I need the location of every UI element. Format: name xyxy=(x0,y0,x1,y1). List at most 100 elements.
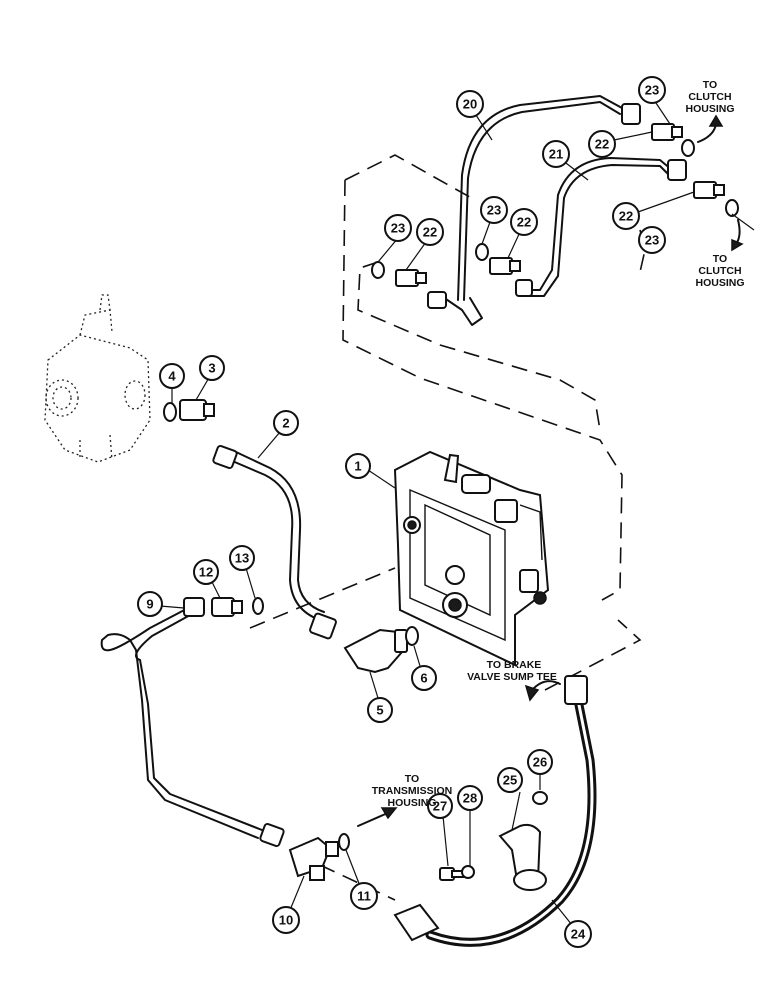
o-ring-13 xyxy=(252,597,264,615)
brake-arrow xyxy=(531,680,561,691)
clip-25 xyxy=(498,823,547,891)
callout-20: 20 xyxy=(456,90,484,118)
callout-22-a: 22 xyxy=(416,218,444,246)
callout-23-a: 23 xyxy=(384,214,412,242)
o-ring-4 xyxy=(163,402,177,422)
svg-text:TO: TO xyxy=(703,79,717,91)
svg-text:22: 22 xyxy=(619,209,633,224)
svg-text:6: 6 xyxy=(420,671,427,686)
pump-housing xyxy=(44,294,151,463)
callout-22-b: 22 xyxy=(510,208,538,236)
brake-valve-note: TO BRAKE VALVE SUMP TEE xyxy=(467,659,557,683)
fitting-22-d xyxy=(693,181,725,199)
svg-text:23: 23 xyxy=(645,233,659,248)
tube-2 xyxy=(229,459,323,623)
fitting-22-b xyxy=(489,257,521,275)
clutch-mid-arrow xyxy=(735,219,741,245)
o-ring-23-a xyxy=(371,261,385,279)
tube-9-nut-upper xyxy=(183,597,205,617)
callout-27: 27 xyxy=(427,793,453,819)
clutch-housing-note-mid: TO CLUTCH HOUSING xyxy=(695,253,744,289)
svg-text:26: 26 xyxy=(533,755,547,770)
o-ring-23-d xyxy=(725,199,739,217)
svg-text:TO: TO xyxy=(405,773,419,785)
tube-9 xyxy=(100,605,259,839)
svg-text:22: 22 xyxy=(517,215,531,230)
hose-24 xyxy=(393,675,597,947)
svg-text:23: 23 xyxy=(645,83,659,98)
washer-26 xyxy=(532,791,548,805)
bottom-dashed-line xyxy=(319,864,396,901)
svg-text:TO BRAKE: TO BRAKE xyxy=(487,659,542,671)
svg-text:13: 13 xyxy=(235,551,249,566)
tube-2-nut-upper xyxy=(212,444,238,470)
fitting-12 xyxy=(211,597,243,617)
svg-text:CLUTCH: CLUTCH xyxy=(688,91,731,103)
inner-dashed-boundary xyxy=(357,261,601,431)
svg-text:1: 1 xyxy=(354,459,361,474)
callout-4: 4 xyxy=(159,363,185,389)
elbow-5 xyxy=(343,628,404,674)
callout-25: 25 xyxy=(497,767,523,793)
svg-text:22: 22 xyxy=(423,225,437,240)
fitting-22-c xyxy=(651,123,683,141)
o-ring-11 xyxy=(338,833,350,851)
svg-text:23: 23 xyxy=(487,203,501,218)
svg-text:24: 24 xyxy=(571,927,586,942)
tube-9-nut-lower xyxy=(259,822,285,848)
tube-21 xyxy=(527,157,673,291)
svg-text:23: 23 xyxy=(391,221,405,236)
bolt-27 xyxy=(439,867,467,881)
callout-23-c: 23 xyxy=(638,76,666,104)
fitting-3 xyxy=(179,399,215,421)
leaders xyxy=(159,99,755,931)
svg-text:VALVE SUMP TEE: VALVE SUMP TEE xyxy=(467,671,557,683)
svg-text:12: 12 xyxy=(199,565,213,580)
callout-1: 1 xyxy=(345,453,371,479)
nut-28 xyxy=(461,865,475,879)
callout-11: 11 xyxy=(350,882,378,910)
svg-text:25: 25 xyxy=(503,773,517,788)
callout-9: 9 xyxy=(137,591,163,617)
svg-text:4: 4 xyxy=(168,369,176,384)
callout-12: 12 xyxy=(193,559,219,585)
svg-text:HOUSING: HOUSING xyxy=(685,103,734,115)
tube-20-nut-upper xyxy=(621,103,641,125)
callout-5: 5 xyxy=(367,697,393,723)
svg-text:HOUSING: HOUSING xyxy=(387,797,436,809)
callout-24: 24 xyxy=(564,920,592,948)
svg-text:20: 20 xyxy=(463,97,477,112)
svg-text:CLUTCH: CLUTCH xyxy=(698,265,741,277)
callout-23-d: 23 xyxy=(638,226,666,254)
callout-10: 10 xyxy=(272,906,300,934)
svg-text:HOUSING: HOUSING xyxy=(695,277,744,289)
callout-23-b: 23 xyxy=(480,196,508,224)
tube-20 xyxy=(457,95,623,301)
svg-text:21: 21 xyxy=(549,147,563,162)
callout-13: 13 xyxy=(229,545,255,571)
callout-21: 21 xyxy=(542,140,570,168)
callout-22-c: 22 xyxy=(588,130,616,158)
callout-6: 6 xyxy=(411,665,437,691)
tube-20-nut-lower xyxy=(427,291,447,309)
tube-21-nut-lower xyxy=(515,279,533,297)
callout-22-d: 22 xyxy=(612,202,640,230)
lower-dashed-boundary xyxy=(249,567,642,691)
svg-text:9: 9 xyxy=(146,597,153,612)
fitting-22-a xyxy=(395,269,427,287)
svg-text:3: 3 xyxy=(208,361,215,376)
svg-text:27: 27 xyxy=(433,799,447,814)
callout-28: 28 xyxy=(457,785,483,811)
svg-text:5: 5 xyxy=(376,703,383,718)
o-ring-6 xyxy=(405,626,419,646)
svg-text:11: 11 xyxy=(357,889,371,904)
svg-text:TRANSMISSION: TRANSMISSION xyxy=(372,785,453,797)
callout-2: 2 xyxy=(273,410,299,436)
svg-text:22: 22 xyxy=(595,137,609,152)
tube-21-nut-upper xyxy=(667,159,687,181)
svg-text:10: 10 xyxy=(279,913,293,928)
transmission-arrow xyxy=(357,811,391,827)
svg-text:2: 2 xyxy=(282,416,289,431)
o-ring-23-c xyxy=(681,139,695,157)
